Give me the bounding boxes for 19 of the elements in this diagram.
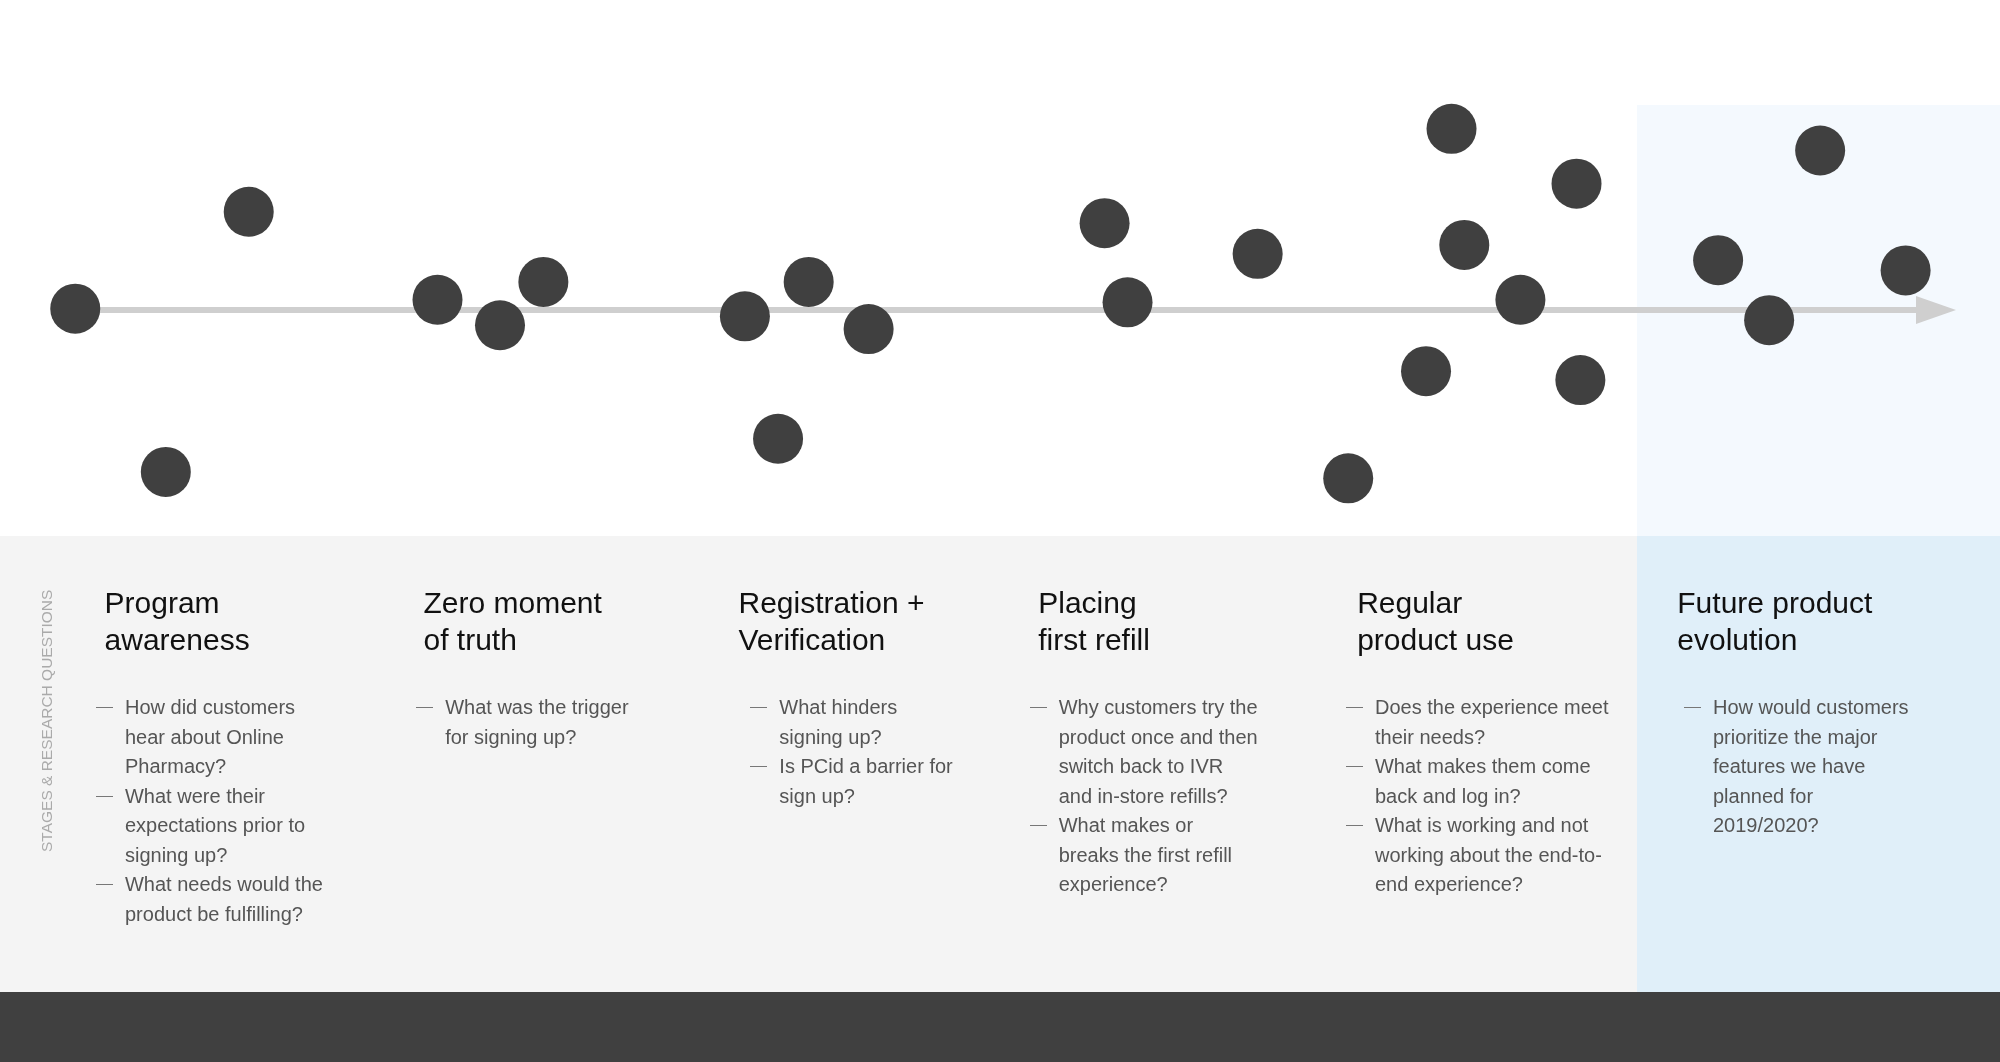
- stage-heading: Future product evolution: [1677, 585, 1874, 658]
- stage-heading: Zero moment of truth: [423, 585, 603, 658]
- research-question: What makes or breaks the first refill experience?: [1058, 811, 1259, 900]
- stage-heading: Program awareness: [104, 585, 251, 658]
- research-question: What were their expectations prior to signing up?: [125, 781, 340, 870]
- research-question: What was the trigger for signing up?: [445, 693, 656, 752]
- research-question: What needs would the product be fulfilling?: [125, 870, 340, 929]
- research-question: Is PCid a barrier for sign up?: [779, 752, 965, 811]
- side-label: STAGES & RESEARCH QUESTIONS: [38, 588, 56, 852]
- stage-heading: Registration + Verification: [738, 585, 926, 658]
- research-question: Why customers try the product once and then switch back to IVR and in-store refills?: [1058, 693, 1259, 811]
- research-question: What hinders signing up?: [779, 693, 965, 752]
- research-question: How would customers prioritize the major features we have planned for 2019/2020?: [1713, 693, 1918, 841]
- research-question: What is working and not working about the end-to-end experience?: [1375, 811, 1619, 900]
- research-question: Does the experience meet their needs?: [1375, 693, 1619, 752]
- stage-heading: Regular product use: [1357, 585, 1515, 658]
- research-question: What makes them come back and log in?: [1375, 752, 1619, 811]
- stage-heading: Placing first refill: [1038, 585, 1151, 658]
- research-question: How did customers hear about Online Pharmacy?: [125, 693, 340, 782]
